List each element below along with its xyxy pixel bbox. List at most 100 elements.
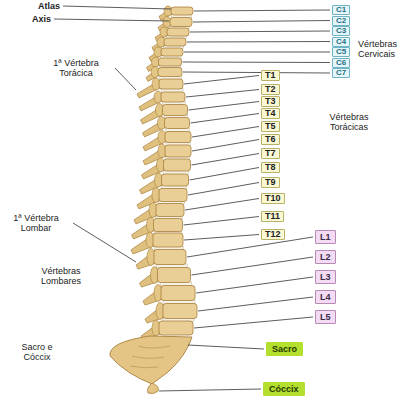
region-label: 1ª Vértebra Lombar [2, 213, 70, 233]
leader-line [191, 114, 260, 124]
vertebra-code: T3 [265, 97, 276, 106]
vertebral-body [164, 159, 191, 171]
vertebra-label-box: L2 [315, 250, 336, 264]
vertebra-label-box: C1 [332, 5, 350, 15]
vertebra-code: T5 [265, 122, 276, 131]
vertebra-code: C3 [336, 27, 346, 35]
leader-line [185, 199, 259, 211]
vertebral-body [161, 92, 185, 102]
vertebra-label-box: T9 [261, 177, 280, 188]
sacral-ridges [130, 346, 170, 368]
leader-line [192, 257, 314, 275]
vertebral-body [156, 204, 184, 217]
leader-line [183, 72, 330, 73]
vertebra-label-box: T12 [261, 229, 285, 240]
vertebra-code: L2 [320, 252, 331, 262]
vertebra-label-box: L5 [315, 310, 336, 324]
vertebra-code: C7 [336, 69, 346, 77]
vertebra-code: C4 [336, 38, 346, 46]
leader-line [183, 62, 331, 64]
leader-line [192, 127, 259, 138]
region-label: Atlas [38, 1, 60, 11]
sacrum [110, 336, 192, 384]
vertebral-body [159, 321, 193, 335]
vertebra-code: C1 [336, 6, 346, 14]
vertebra-code: T1 [265, 71, 276, 80]
vertebra-code: L4 [320, 292, 331, 302]
vertebral-body [164, 38, 186, 46]
leader-line [198, 297, 313, 311]
region-label: Vértebras Lombares [30, 266, 92, 286]
vertebral-body [158, 68, 182, 77]
vertebral-body [159, 79, 183, 89]
vertebral-body [170, 18, 192, 27]
leader-line [188, 345, 264, 349]
vertebral-body [153, 233, 183, 247]
vertebra-code: Cóccix [269, 384, 299, 394]
vertebra-label-box: C6 [332, 58, 350, 68]
vertebra-code: T8 [265, 163, 276, 172]
vertebra-label-box: T3 [261, 96, 280, 107]
vertebra-label-box: T2 [261, 84, 280, 95]
vertebral-body [158, 268, 191, 283]
vertebral-body [161, 286, 195, 301]
vertebral-body [167, 28, 189, 36]
leader-line [189, 102, 260, 111]
vertebra-code: L3 [320, 272, 331, 282]
region-box: Cóccix [263, 382, 305, 396]
vertebra-label-box: C4 [332, 37, 350, 47]
vertebral-body [154, 250, 186, 265]
leader-line [192, 140, 259, 152]
vertebra-code: T11 [265, 212, 280, 221]
vertebra-code: T9 [265, 178, 276, 187]
vertebral-body [154, 219, 183, 232]
vertebral-body [163, 105, 188, 116]
vertebra-code: T10 [265, 194, 281, 203]
vertebra-label-box: T10 [261, 193, 285, 204]
vertebra-code: Sacro [272, 344, 297, 354]
vertebra-label-box: L3 [315, 270, 336, 284]
vertebra-label-box: C2 [332, 16, 350, 26]
leader-line [187, 237, 313, 257]
vertebra-label-box: T4 [261, 108, 280, 119]
vertebra-label-box: L1 [315, 230, 336, 244]
vertebra-code: L5 [320, 312, 331, 322]
vertebra-code: T4 [265, 109, 276, 118]
leader-line [184, 235, 259, 241]
vertebra-code: T12 [265, 230, 281, 239]
vertebra-code: T7 [265, 149, 276, 158]
leader-line [184, 76, 259, 85]
leader-line [193, 21, 330, 23]
leader-line [54, 19, 169, 21]
vertebra-code: L1 [320, 232, 331, 242]
leader-line [184, 52, 330, 53]
leader-line [192, 154, 260, 166]
vertebra-label-box: T8 [261, 162, 280, 173]
region-label: Axis [32, 14, 51, 24]
vertebra-label-box: C5 [332, 47, 350, 57]
vertebra-label-box: T6 [261, 134, 280, 145]
vertebral-body [159, 189, 187, 202]
region-label: Vértebras Torácicas [318, 112, 380, 132]
leader-line [63, 6, 171, 9]
leader-line [184, 217, 260, 226]
leader-line [190, 168, 260, 181]
vertebra-code: T6 [265, 135, 276, 144]
vertebra-code: T2 [265, 85, 276, 94]
vertebra-label-box: T1 [261, 70, 280, 81]
vertebral-body [163, 304, 197, 319]
leader-line [190, 31, 330, 32]
vertebral-body [165, 132, 191, 143]
leader-line [194, 10, 330, 11]
coccyx [148, 383, 159, 394]
region-label: Sacro e Cóccix [20, 342, 54, 362]
region-box: Sacro [266, 342, 303, 356]
vertebra-label-box: T11 [261, 211, 284, 222]
leader-line [115, 68, 136, 90]
region-label: Vértebras Cervicais [358, 39, 404, 59]
leader-line [187, 41, 330, 43]
vertebra-label-box: C3 [332, 26, 350, 36]
vertebra-code: C5 [336, 48, 346, 56]
vertebral-body [161, 48, 183, 56]
